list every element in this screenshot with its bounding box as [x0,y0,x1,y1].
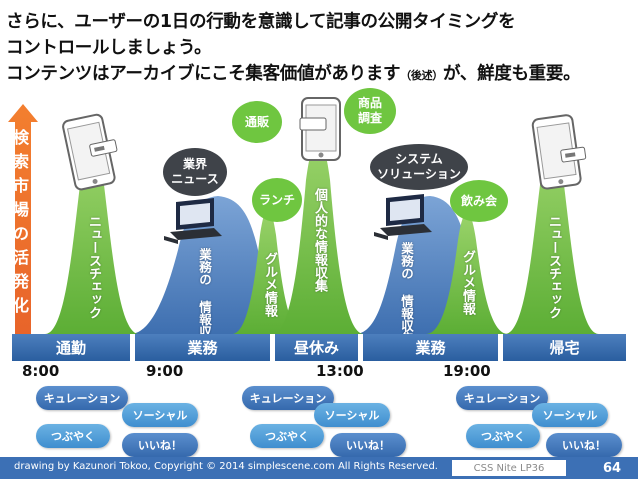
schedule-lunch-break: 昼休み [275,334,358,361]
label-gourmet-noon: グルメ情報 [262,252,277,317]
smartphone-icon [299,97,341,161]
gourmet-evening-peak [426,213,508,334]
bubble-products: 商品 調査 [344,88,396,134]
pill-like-3: いいね！ [546,433,622,457]
headline-line-1: さらに、ユーザーの1日の行動を意識して記事の公開タイミングを [6,12,516,32]
axis-label-char: 活 [12,248,29,267]
bubble-mail-order: 通販 [232,101,282,143]
news-evening-peak [505,150,599,334]
pill-like-1: いいね！ [122,433,198,457]
label-news-morning: ニュースチェック [86,215,101,319]
pill-tweet-1: つぶやく [36,424,110,448]
headline-line-3-main: コンテンツはアーカイブにこそ集客価値があります [6,64,401,84]
axis-label-char: 検 [12,128,29,147]
news-morning-peak [45,150,139,334]
label-work-pm: 業務の 情報収集 [399,242,414,345]
pill-social-3: ソーシャル [532,403,608,427]
schedule-go-home: 帰宅 [503,334,626,361]
time-1300: 13:00 [316,362,364,380]
laptop-icon [164,198,222,244]
axis-label-char: 化 [12,296,29,315]
schedule-work-pm: 業務 [363,334,498,361]
axis-label-char: 発 [12,272,29,291]
schedule-work-am: 業務 [135,334,270,361]
time-0800: 8:00 [22,362,60,380]
label-gourmet-evening: グルメ情報 [460,250,475,315]
personal-peak [272,140,364,334]
label-news-evening: ニュースチェック [546,215,561,319]
bubble-lunch: ランチ [252,178,302,222]
search-market-arrow [8,104,38,336]
pill-curation-3: キュレーション [456,386,548,410]
gourmet-noon-peak [232,208,304,334]
bubble-industry-news: 業界 ニュース [163,148,227,196]
axis-label-char: 市 [12,176,29,195]
bubble-system: システム ソリューション [370,144,468,190]
footer-credit: drawing by Kazunori Tokoo, Copyright © 2… [14,461,438,472]
pill-like-2: いいね！ [330,433,406,457]
pill-curation-1: キュレーション [36,386,128,410]
pill-tweet-2: つぶやく [250,424,324,448]
label-work-am: 業務の 情報収集 [197,248,212,351]
pill-social-1: ソーシャル [122,403,198,427]
pill-tweet-3: つぶやく [466,424,540,448]
smartphone-icon [62,113,118,191]
smartphone-icon [531,114,587,190]
time-1900: 19:00 [443,362,491,380]
pill-social-2: ソーシャル [314,403,390,427]
headline-line-2: コントロールしましょう。 [6,38,212,58]
headline-line-3: コンテンツはアーカイブにこそ集客価値があります（後述）が、鮮度も重要。 [6,60,581,85]
time-0900: 9:00 [146,362,184,380]
headline-line-3-tail: が、鮮度も重要。 [443,64,581,84]
bubble-drinks: 飲み会 [450,180,508,222]
pill-curation-2: キュレーション [242,386,334,410]
headline-note: （後述） [400,69,444,82]
axis-label-char: 場 [12,200,29,219]
label-personal: 個人的な情報収集 [312,188,327,292]
footer-event-name: CSS Nite LP36 [452,460,566,476]
axis-label-char: の [12,224,29,243]
activity-peaks [45,97,599,334]
schedule-commute-am: 通勤 [12,334,130,361]
laptop-icon [374,194,432,240]
axis-label-char: 索 [12,152,29,171]
page-number: 64 [602,460,622,476]
footer-bar: drawing by Kazunori Tokoo, Copyright © 2… [0,457,638,479]
